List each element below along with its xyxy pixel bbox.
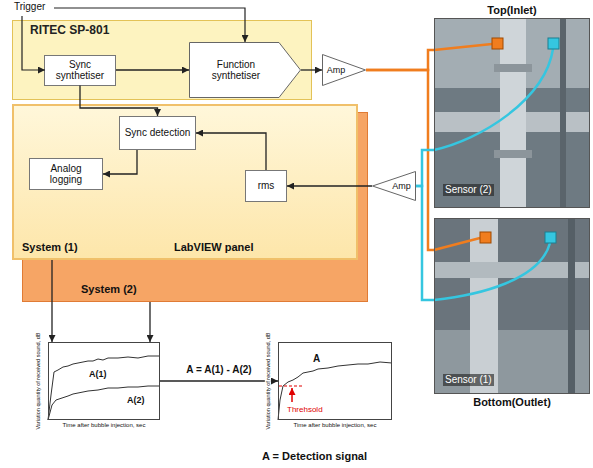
amplifier-symbol: Amp xyxy=(372,171,416,201)
node-text: RITEC SP-801 xyxy=(30,24,109,38)
text-anchor: A(1) xyxy=(89,369,107,379)
signal-arrow xyxy=(149,302,150,342)
node-text: Sync detection xyxy=(125,127,191,139)
annotation-text: Variation quantity of received sound, dB xyxy=(35,333,41,430)
process-box: Sync synthetiser xyxy=(44,55,116,86)
text-anchor: System (2) xyxy=(81,283,137,296)
photo-panel: Bottom(Outlet)Sensor (1) xyxy=(434,218,590,394)
node-text: A(1) xyxy=(89,369,107,379)
bottom-photo xyxy=(434,218,590,394)
annotation-text: A = Detection signal xyxy=(262,450,367,463)
amplifier-symbol: Amp xyxy=(322,54,366,86)
text-anchor: A xyxy=(313,353,320,365)
top-photo xyxy=(434,18,590,208)
text-anchor: Threhsold xyxy=(287,405,323,414)
signal-arrow xyxy=(287,185,372,186)
node-text: LabVIEW panel xyxy=(174,241,253,254)
generator-shape: Function synthetiser xyxy=(189,42,301,98)
process-box: Sync detection xyxy=(119,116,196,150)
plot-area xyxy=(48,342,392,420)
signal-arrow xyxy=(51,260,52,342)
edge-label: A = A(1) - A(2) xyxy=(184,364,253,376)
node-text: A xyxy=(313,353,320,365)
text-anchor: A = Detection signal xyxy=(262,450,367,463)
node-text: rms xyxy=(258,180,275,192)
trigger-wire xyxy=(22,16,45,70)
node-text: System (1) xyxy=(22,241,78,254)
node-text: Analog logging xyxy=(34,163,98,186)
signal-chart: A(1) A(2) xyxy=(48,342,160,420)
threshold-arrow xyxy=(291,388,293,402)
text-anchor: System (1) xyxy=(22,241,78,254)
annotation-text: Time after bubble injection, sec xyxy=(294,422,377,429)
text-anchor: Sensor (1) xyxy=(443,369,494,387)
software-panel: Sync detectionAnalog logging rmsSystem (1… xyxy=(12,104,358,260)
sensor-cable xyxy=(416,186,434,300)
node-text: System (2) xyxy=(81,283,137,296)
node-text: Sensor (2) xyxy=(443,184,494,196)
annotation-text: Variation quantity of received sound, dB xyxy=(265,333,271,430)
process-box: rms xyxy=(245,170,287,202)
text-anchor: Top(Inlet) xyxy=(435,4,589,17)
text-anchor: LabVIEW panel xyxy=(174,241,253,254)
signal-arrow xyxy=(80,86,158,117)
annotation-text: Time after bubble injection, sec xyxy=(63,422,146,429)
node-text: Top(Inlet) xyxy=(435,4,589,17)
text-anchor: Variation quantity of received sound, dB xyxy=(265,333,271,430)
text-anchor: Sensor (2) xyxy=(443,179,494,197)
node-text: Bottom(Outlet) xyxy=(435,396,589,409)
node-text: A(2) xyxy=(127,395,145,405)
process-box: Analog logging xyxy=(29,158,103,190)
text-anchor: Time after bubble injection, sec xyxy=(63,422,146,429)
text-anchor: A(2) xyxy=(127,395,145,405)
node-text: Amp xyxy=(327,65,346,75)
signal-arrow xyxy=(160,380,278,381)
device-panel: Sync synthetiser Function synthetiser RITE… xyxy=(12,20,312,100)
text-anchor: Time after bubble injection, sec xyxy=(294,422,377,429)
annotation-text: Trigger xyxy=(14,1,45,13)
text-anchor: A = A(1) - A(2) xyxy=(184,364,253,376)
signal-chart: A Threhsold xyxy=(278,342,392,420)
text-anchor: RITEC SP-801 xyxy=(30,24,109,38)
threshold-line xyxy=(279,385,302,386)
node-text: Function synthetiser xyxy=(195,59,277,82)
node-text: Sync synthetiser xyxy=(49,59,111,82)
trigger-wire xyxy=(54,8,245,42)
signal-arrow xyxy=(196,133,266,170)
signal-arrow xyxy=(116,69,189,70)
text-anchor: Trigger xyxy=(14,1,45,13)
photo-panel: Top(Inlet)Sensor (2) xyxy=(434,18,590,208)
signal-arrow xyxy=(103,150,137,174)
node-text: Amp xyxy=(392,181,411,191)
node-text: Sensor (1) xyxy=(443,374,494,386)
text-anchor: Variation quantity of received sound, dB xyxy=(35,333,41,430)
text-anchor: Bottom(Outlet) xyxy=(435,396,589,409)
drive-cable xyxy=(366,50,434,70)
drive-cable xyxy=(366,70,434,250)
sensor-cable xyxy=(416,150,434,186)
signal-arrow xyxy=(301,69,322,70)
node-text: Threhsold xyxy=(287,405,323,414)
